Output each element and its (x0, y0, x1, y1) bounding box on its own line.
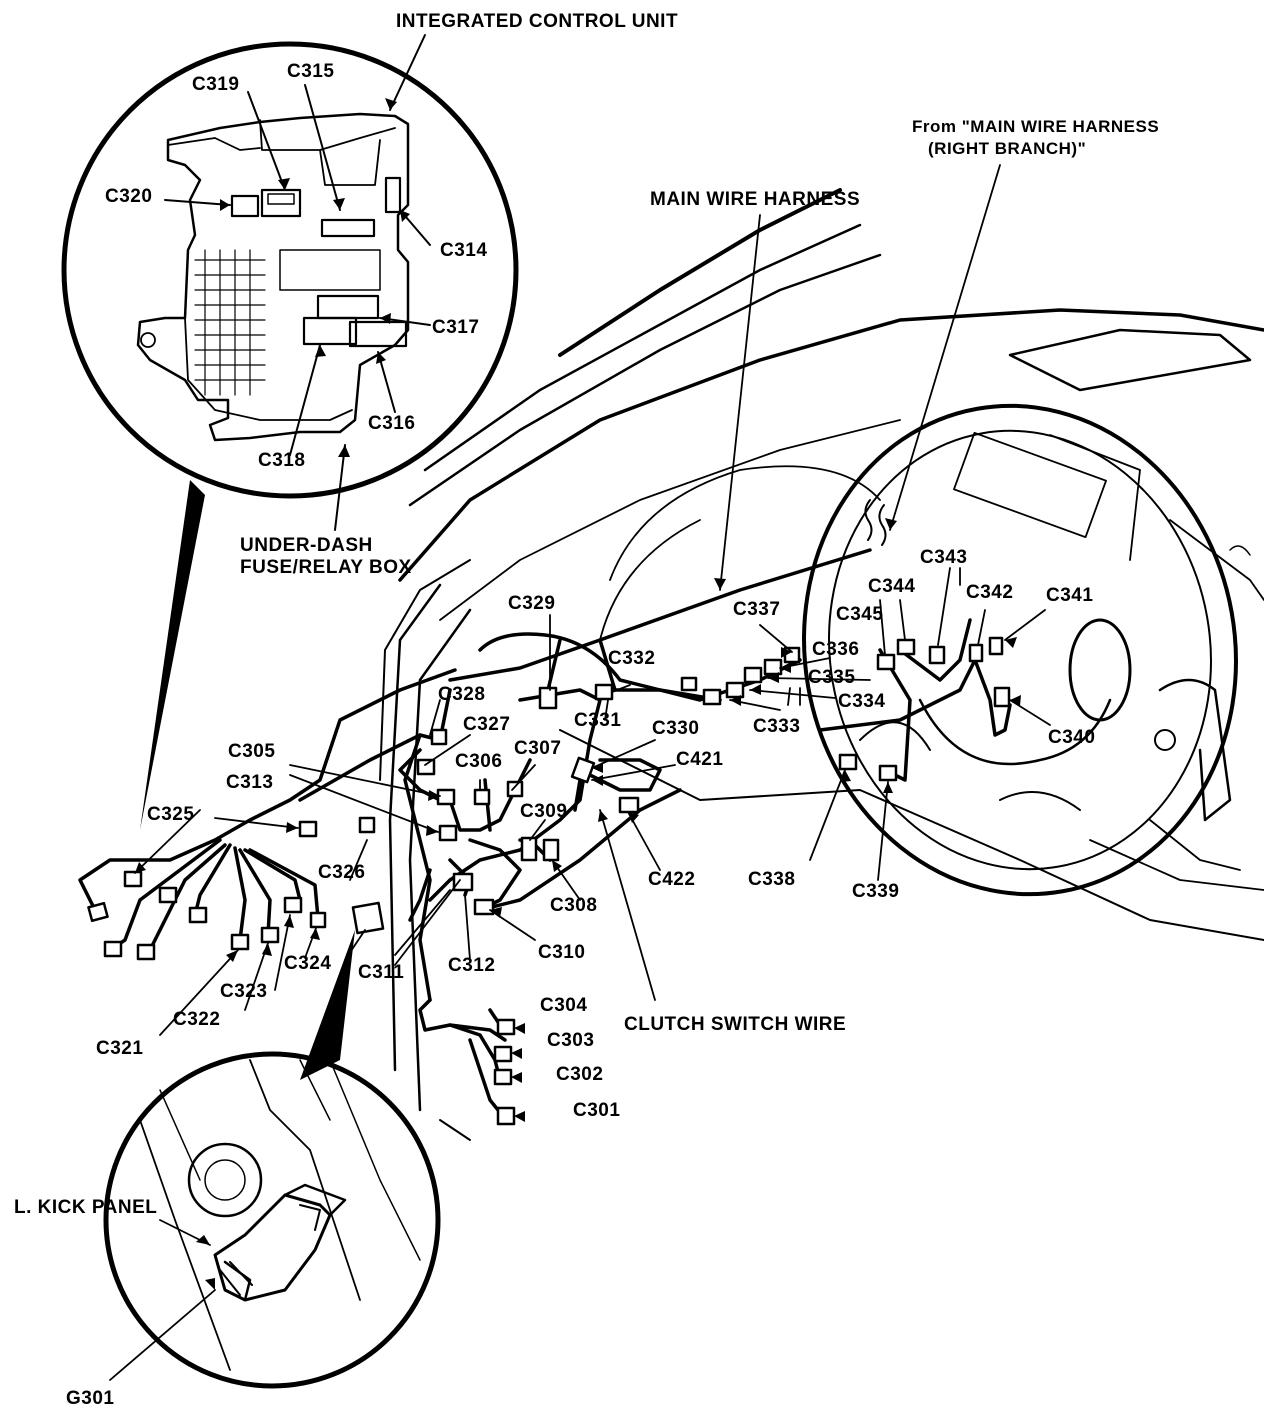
label-c334: C334 (838, 691, 886, 712)
label-from-main-1: From "MAIN WIRE HARNESS (912, 117, 1160, 136)
label-c339: C339 (852, 881, 900, 902)
label-c305: C305 (228, 741, 276, 762)
label-c311: C311 (358, 962, 405, 983)
label-c331: C331 (574, 710, 622, 731)
label-main-wire-harness: MAIN WIRE HARNESS (650, 189, 861, 210)
label-c319: C319 (192, 74, 240, 95)
kick-panel-wedge (300, 930, 355, 1080)
label-kick-panel: L. KICK PANEL (14, 1197, 158, 1218)
label-c312: C312 (448, 955, 496, 976)
leader-lines (134, 164, 1051, 1036)
wire-break-mark (864, 499, 887, 546)
label-c307: C307 (514, 738, 562, 759)
connector-blocks (87, 636, 1011, 1126)
label-c306: C306 (455, 751, 503, 772)
label-c332: C332 (608, 648, 656, 669)
label-c302: C302 (556, 1064, 604, 1085)
label-from-main-2: (RIGHT BRANCH)" (928, 139, 1087, 158)
arrow-heads (135, 98, 1021, 1290)
label-integrated-control-unit: INTEGRATED CONTROL UNIT (396, 11, 679, 32)
label-c317: C317 (432, 317, 480, 338)
label-c345: C345 (836, 604, 884, 625)
label-c308: C308 (550, 895, 598, 916)
label-c329: C329 (508, 593, 556, 614)
magnifier-wedge (140, 480, 205, 830)
label-c342: C342 (966, 582, 1014, 603)
label-c304: C304 (540, 995, 588, 1016)
label-c322: C322 (173, 1009, 221, 1030)
label-c326: C326 (318, 862, 366, 883)
label-c421: C421 (676, 749, 724, 770)
label-c422: C422 (648, 869, 696, 890)
steering-wheel (802, 403, 1238, 897)
label-c313: C313 (226, 772, 274, 793)
label-c333: C333 (753, 716, 801, 737)
label-c335: C335 (808, 667, 856, 688)
label-clutch-switch-wire: CLUTCH SWITCH WIRE (624, 1014, 847, 1035)
label-c321: C321 (96, 1038, 144, 1059)
label-c314: C314 (440, 240, 488, 261)
label-c310: C310 (538, 942, 586, 963)
label-c323: C323 (220, 981, 268, 1002)
label-c301: C301 (573, 1100, 621, 1121)
label-c315: C315 (287, 61, 335, 82)
dashboard-outline (379, 188, 1264, 1141)
label-c330: C330 (652, 718, 700, 739)
label-c340: C340 (1048, 727, 1096, 748)
label-c324: C324 (284, 953, 332, 974)
label-c328: C328 (438, 684, 486, 705)
label-c341: C341 (1046, 585, 1094, 606)
label-c336: C336 (812, 639, 860, 660)
label-c337: C337 (733, 599, 781, 620)
label-under-dash-2: FUSE/RELAY BOX (240, 557, 412, 578)
label-c338: C338 (748, 869, 796, 890)
label-c309: C309 (520, 801, 568, 822)
kick-panel-magnifier (103, 1051, 441, 1389)
label-under-dash-1: UNDER-DASH (240, 535, 373, 556)
label-c318: C318 (258, 450, 306, 471)
label-c325: C325 (147, 804, 195, 825)
label-c344: C344 (868, 576, 916, 597)
label-c327: C327 (463, 714, 511, 735)
label-c320: C320 (105, 186, 153, 207)
label-g301: G301 (66, 1388, 115, 1409)
label-c343: C343 (920, 547, 968, 568)
fuse-box-magnifier (61, 34, 519, 531)
label-c303: C303 (547, 1030, 595, 1051)
label-c316: C316 (368, 413, 416, 434)
